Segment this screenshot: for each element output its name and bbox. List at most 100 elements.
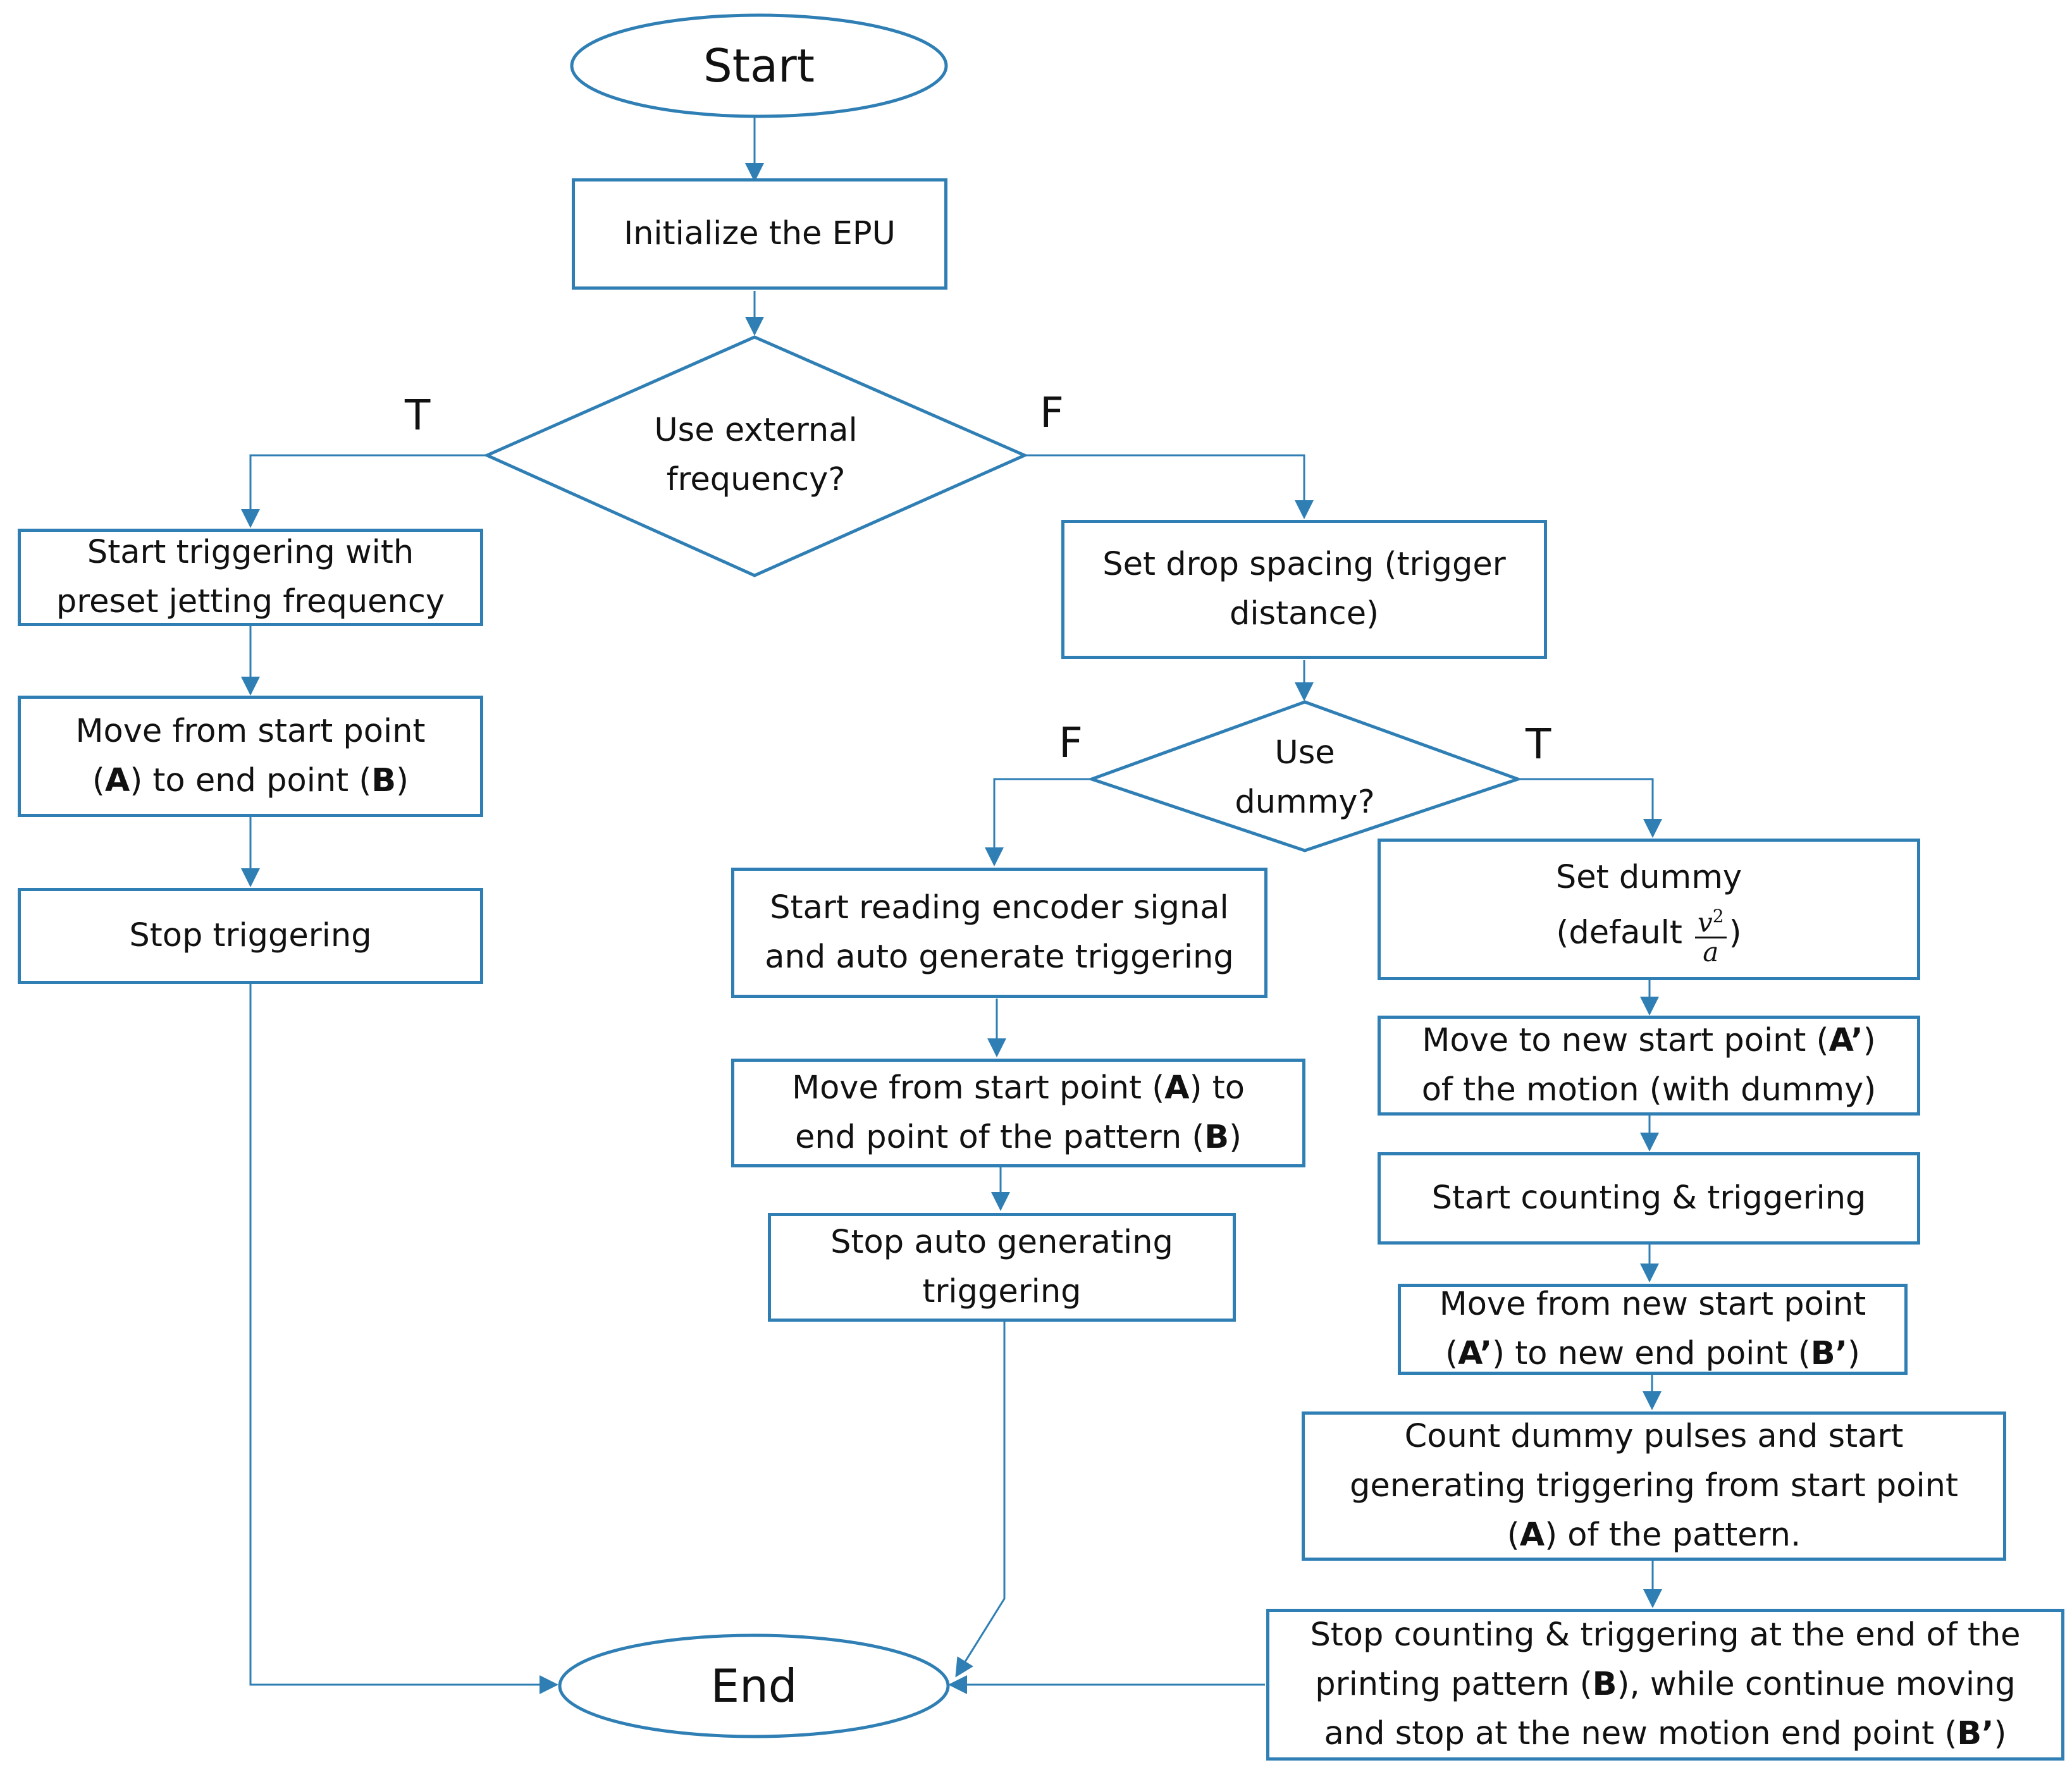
connector-external-false: [1025, 454, 1314, 519]
set-drop-spacing-box: Set drop spacing (trigger distance): [1061, 520, 1547, 659]
connector-dummy-true: [1518, 778, 1662, 838]
drop-line2: distance): [1230, 595, 1379, 632]
move-ab-text: ) to end point (: [130, 762, 372, 799]
encoder-line1: Start reading encoder signal: [770, 889, 1229, 926]
start-triggering-preset-box: Start triggering with preset jetting fre…: [18, 529, 483, 626]
point-b-label: B: [1592, 1666, 1617, 1703]
encoder-line2: and auto generate triggering: [765, 938, 1234, 976]
stop-count-line3: and stop at the new motion end point (B’…: [1324, 1709, 2007, 1759]
pattern-line2: end point of the pattern (B): [795, 1113, 1242, 1162]
point-b-prime-label: B’: [1957, 1715, 1994, 1752]
default-text: (default: [1556, 914, 1693, 951]
connector-stopauto-end: [955, 1322, 1006, 1678]
move-new-paren1: (: [1445, 1335, 1458, 1372]
point-a-prime-label: A’: [1457, 1335, 1493, 1372]
stop-count-line2: printing pattern (B), while continue mov…: [1315, 1660, 2015, 1709]
move-ab-paren1: (: [92, 762, 105, 799]
external-true-label: T: [405, 391, 431, 440]
stop-auto-line2: triggering: [922, 1273, 1082, 1310]
count-paren1: (: [1507, 1516, 1520, 1554]
start-label: Start: [703, 39, 815, 92]
decision-dummy-shape: [1087, 700, 1523, 852]
stop-counting-box: Stop counting & triggering at the end of…: [1266, 1609, 2064, 1761]
move-new-line1: Move from new start point: [1439, 1286, 1866, 1323]
default-close-paren: ): [1729, 914, 1742, 951]
new-start-text2: ): [1863, 1022, 1876, 1059]
count-text: ) of the pattern.: [1545, 1516, 1801, 1554]
dummy-true-label: T: [1526, 720, 1551, 768]
connector-external-true: [241, 454, 487, 528]
stop-count-text3: and stop at the new motion end point (: [1324, 1715, 1958, 1752]
decision-external-line1: Use external: [654, 412, 858, 449]
move-new-line2: (A’) to new end point (B’): [1445, 1329, 1860, 1379]
start-terminal-shape: [570, 13, 948, 118]
pattern-text3: end point of the pattern (: [794, 1119, 1205, 1156]
point-b-label: B: [371, 762, 397, 799]
stop-auto-line1: Stop auto generating: [830, 1224, 1173, 1261]
move-ab-line2: (A) to end point (B): [92, 756, 409, 806]
decision-external-line2: frequency?: [666, 461, 846, 498]
move-ab-line1: Move from start point: [75, 713, 426, 750]
move-new-paren2: ): [1847, 1335, 1860, 1372]
start-reading-encoder-box: Start reading encoder signal and auto ge…: [731, 868, 1267, 998]
count-line1: Count dummy pulses and start: [1404, 1418, 1904, 1455]
move-to-pattern-end-box: Move from start point (A) to end point o…: [731, 1059, 1305, 1167]
connector-dummy-false: [985, 778, 1092, 866]
stop-triggering-box: Stop triggering: [18, 888, 483, 984]
move-start-to-end-box: Move from start point (A) to end point (…: [18, 696, 483, 817]
point-b-label: B: [1204, 1119, 1230, 1156]
point-b-prime-label: B’: [1810, 1335, 1848, 1372]
new-start-text1: Move to new start point (: [1422, 1022, 1829, 1059]
set-dummy-line1: Set dummy: [1555, 858, 1742, 896]
end-label: End: [710, 1659, 798, 1712]
stop-auto-generating-box: Stop auto generating triggering: [768, 1213, 1236, 1322]
count-dummy-pulses-box: Count dummy pulses and start generating …: [1302, 1411, 2006, 1561]
stop-count-text2: ), while continue moving: [1617, 1666, 2016, 1703]
new-start-line1: Move to new start point (A’): [1422, 1016, 1875, 1066]
move-new-text: ) to new end point (: [1492, 1335, 1811, 1372]
start-counting-label: Start counting & triggering: [1431, 1179, 1866, 1217]
use-dummy-decision: Use dummy?: [1189, 727, 1421, 828]
connectors: [241, 116, 1662, 1694]
initialize-epu-box: Initialize the EPU: [572, 178, 947, 290]
pattern-text1: Move from start point (: [792, 1069, 1165, 1107]
move-new-start-to-new-end-box: Move from new start point (A’) to new en…: [1398, 1284, 1908, 1375]
point-a-label: A: [1164, 1069, 1190, 1107]
preset-line1: Start triggering with: [87, 534, 414, 571]
count-line3: (A) of the pattern.: [1507, 1511, 1801, 1560]
formula-v: v: [1698, 906, 1713, 938]
move-ab-paren2: ): [396, 762, 409, 799]
start-counting-box: Start counting & triggering: [1378, 1152, 1920, 1245]
external-false-label: F: [1040, 388, 1064, 437]
formula-numerator: v2: [1695, 902, 1727, 938]
pattern-text2: ) to: [1189, 1069, 1245, 1107]
start-terminal: Start: [572, 15, 946, 116]
stop-count-line1: Stop counting & triggering at the end of…: [1310, 1616, 2021, 1654]
formula-exponent: 2: [1712, 905, 1724, 926]
point-a-label: A: [1519, 1516, 1545, 1554]
stop-count-text4: ): [1994, 1715, 2007, 1752]
drop-line1: Set drop spacing (trigger: [1102, 546, 1506, 583]
decision-dummy-line1: Use: [1274, 734, 1335, 772]
new-start-line2: of the motion (with dummy): [1421, 1071, 1877, 1109]
formula-denominator: a: [1703, 936, 1719, 968]
count-line2: generating triggering from start point: [1349, 1467, 1958, 1504]
stop-count-text1: printing pattern (: [1315, 1666, 1593, 1703]
pattern-line1: Move from start point (A) to: [792, 1064, 1245, 1113]
point-a-prime-label: A’: [1828, 1022, 1863, 1059]
initialize-epu-label: Initialize the EPU: [624, 215, 896, 252]
point-a-label: A: [104, 762, 130, 799]
connector-stop-end: [249, 984, 558, 1694]
decision-external-shape: [483, 335, 1029, 577]
move-to-new-start-box: Move to new start point (A’) of the moti…: [1378, 1016, 1920, 1116]
end-terminal: End: [560, 1635, 948, 1737]
decision-dummy-line2: dummy?: [1235, 784, 1375, 821]
stop-triggering-label: Stop triggering: [129, 917, 372, 954]
dummy-false-label: F: [1059, 718, 1083, 767]
pattern-text4: ): [1229, 1119, 1242, 1156]
use-external-frequency-decision: Use external frequency?: [601, 398, 911, 512]
